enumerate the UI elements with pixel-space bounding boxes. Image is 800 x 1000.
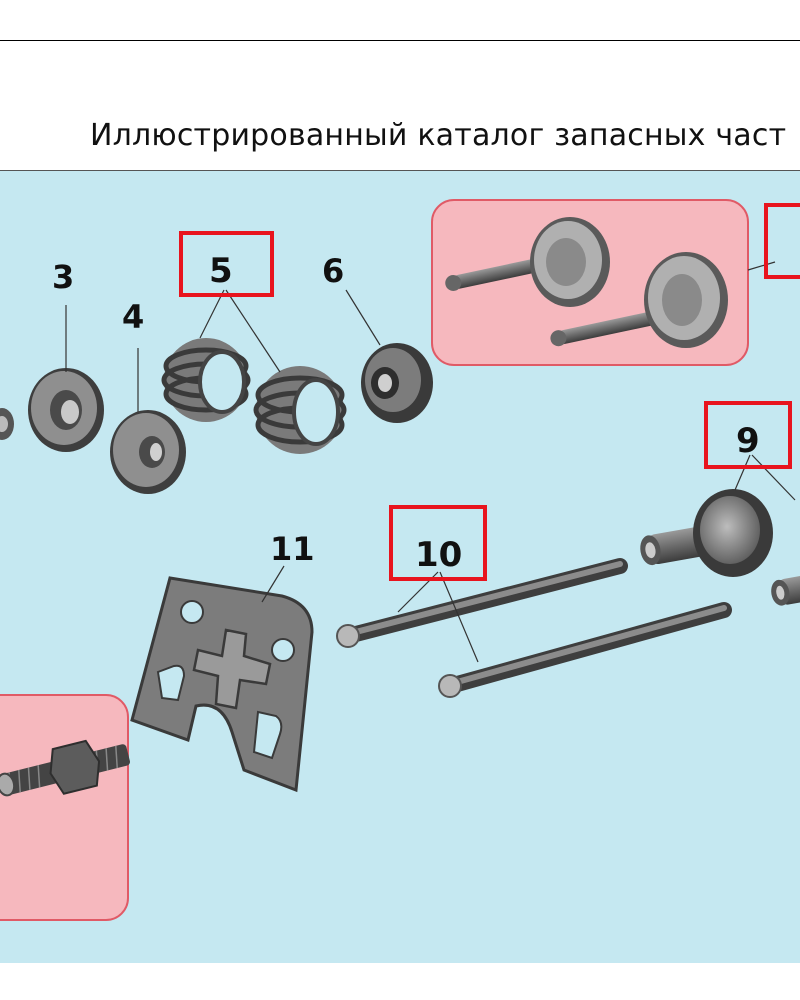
part-4-washer [110, 348, 186, 494]
page-title: Иллюстрированный каталог запасных част [90, 118, 787, 153]
part-11-plate [130, 565, 314, 793]
callout-box-9 [704, 401, 792, 469]
part-valves [445, 217, 776, 348]
part-edge-washer [0, 408, 14, 440]
callout-box-10 [389, 505, 487, 581]
callout-label-4: 4 [122, 298, 144, 336]
callout-box-valves-partial [764, 203, 800, 279]
part-3-washer [28, 305, 104, 452]
part-stud-with-nut [0, 739, 130, 797]
callout-box-5 [179, 231, 274, 297]
callout-label-6: 6 [322, 252, 344, 290]
part-5-springs [161, 289, 347, 454]
callout-label-5: 5 [209, 251, 233, 291]
callout-label-10: 10 [415, 535, 462, 575]
highlight-region-stud [0, 694, 129, 921]
callout-label-9: 9 [736, 421, 760, 461]
part-6-cap [345, 289, 433, 423]
callout-label-3: 3 [52, 258, 74, 296]
top-rule [0, 40, 800, 41]
part-10-pushrods [336, 558, 732, 698]
callout-label-11: 11 [270, 530, 315, 568]
part-9-tappets [640, 454, 800, 606]
